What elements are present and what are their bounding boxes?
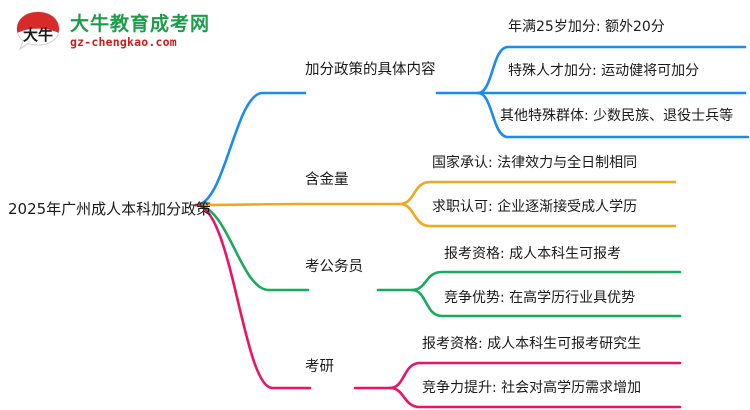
connector-root-branch-1 <box>194 91 307 207</box>
leaf-node-1-1: 年满25岁加分: 额外20分 <box>508 19 665 35</box>
leaf-node-4-2: 竞争力提升: 社会对高学历需求增加 <box>422 380 642 396</box>
branch-node-2: 含金量 <box>305 172 349 188</box>
logo-site-name: 大牛教育成考网 <box>70 13 211 36</box>
connector-branch-3-child-1 <box>410 270 682 292</box>
leaf-node-2-1: 国家承认: 法律效力与全日制相同 <box>432 155 638 171</box>
connector-branch-4-child-2 <box>388 386 682 409</box>
connector-branch-1-child-3 <box>476 91 750 139</box>
leaf-node-3-1: 报考资格: 成人本科生可报考 <box>444 246 622 262</box>
root-node: 2025年广州成人本科加分政策 <box>8 200 212 218</box>
leaf-node-1-3: 其他特殊群体: 少数民族、退役士兵等 <box>500 108 734 124</box>
connector-branch-4-child-1 <box>388 361 682 390</box>
branch-node-4: 考研 <box>305 359 334 375</box>
connector-root-branch-3 <box>194 203 310 292</box>
svg-text:大牛: 大牛 <box>23 26 53 44</box>
connector-branch-3-child-2 <box>410 288 682 318</box>
branch-node-3: 考公务员 <box>305 259 363 275</box>
leaf-node-4-1: 报考资格: 成人本科生可报考研究生 <box>422 336 642 352</box>
connector-branch-2-child-1 <box>398 180 677 206</box>
connector-branch-1-child-1 <box>476 45 747 95</box>
connector-root-branch-2 <box>194 202 370 207</box>
connector-branch-2-child-2 <box>398 202 677 228</box>
logo-mark-icon: 大牛 <box>14 10 62 54</box>
site-logo: 大牛 大牛教育成考网 gz-chengkao.com <box>14 10 210 54</box>
logo-domain: gz-chengkao.com <box>70 35 177 50</box>
leaf-node-3-2: 竞争优势: 在高学历行业具优势 <box>444 290 636 306</box>
connector-root-branch-4 <box>194 203 312 390</box>
branch-node-1: 加分政策的具体内容 <box>305 62 436 78</box>
leaf-node-1-2: 特殊人才加分: 运动健将可加分 <box>508 63 700 79</box>
leaf-node-2-2: 求职认可: 企业逐渐接受成人学历 <box>432 199 638 215</box>
